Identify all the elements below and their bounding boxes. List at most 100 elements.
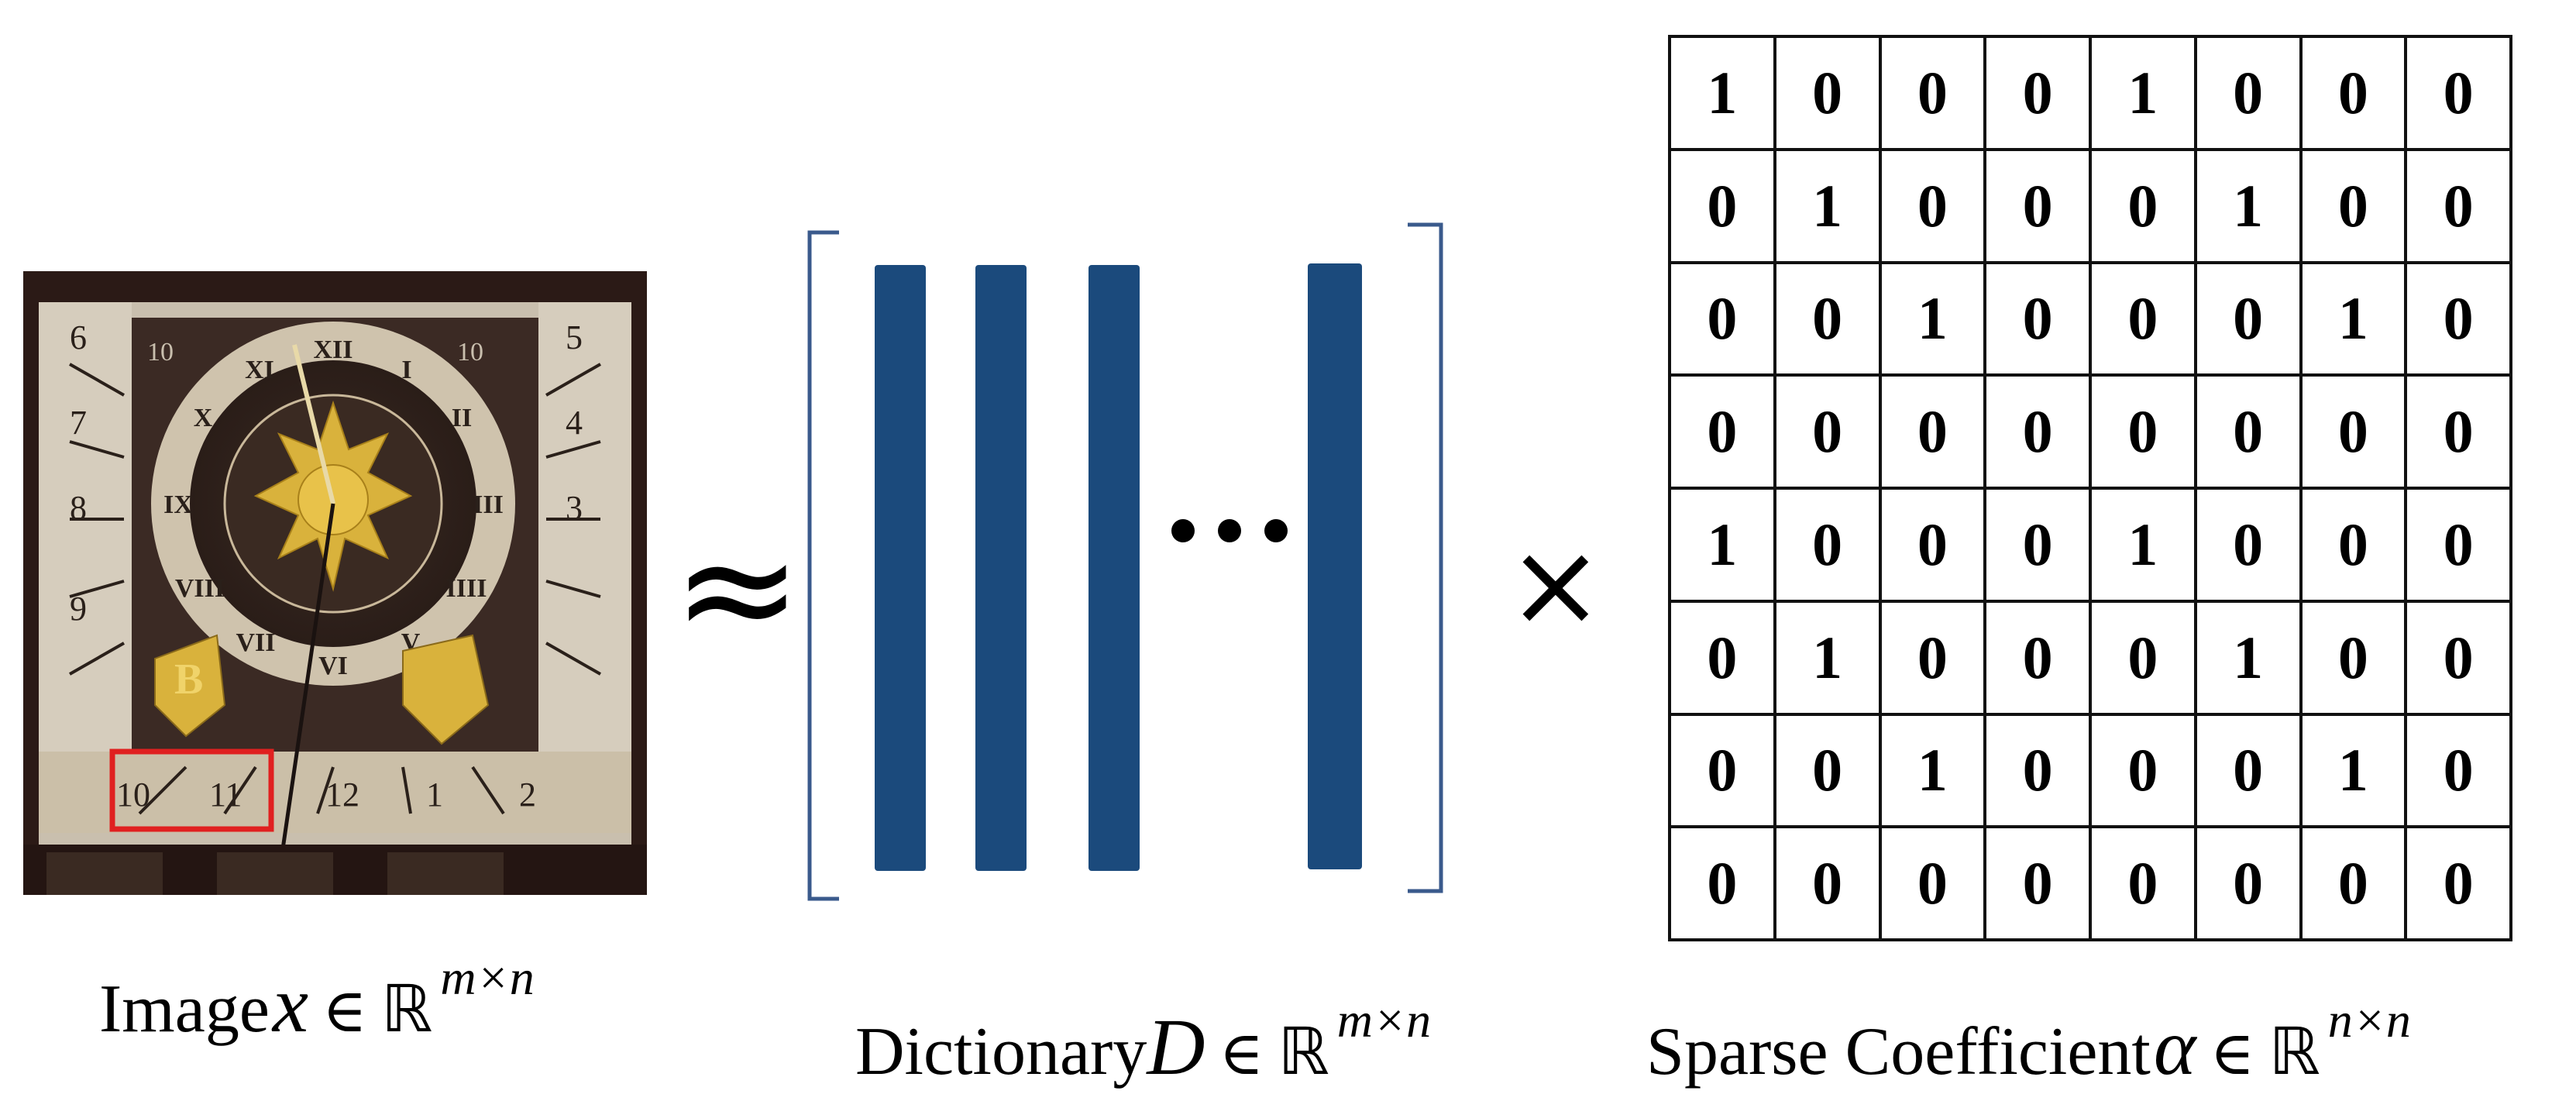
coefficient-cell: 0 xyxy=(1983,712,2092,829)
coefficient-cell: 1 xyxy=(1668,35,1776,151)
image-caption: Image x ∈ ℝ m×n xyxy=(99,953,535,1047)
coefficient-cell: 0 xyxy=(1773,712,1882,829)
svg-text:IIII: IIII xyxy=(446,574,487,603)
coefficient-cell: 0 xyxy=(2404,712,2512,829)
real-set-symbol: ℝ xyxy=(380,971,433,1047)
coefficient-cell: 0 xyxy=(2299,825,2408,941)
dictionary-caption-var: D xyxy=(1147,1003,1205,1092)
coefficient-cell: 0 xyxy=(2089,712,2197,829)
svg-text:10: 10 xyxy=(116,776,150,814)
real-set-symbol: ℝ xyxy=(2268,1013,2320,1089)
coefficient-cell: 0 xyxy=(1668,712,1776,829)
coefficient-cell: 0 xyxy=(1983,373,2092,490)
coefficient-cell: 0 xyxy=(2299,147,2408,264)
coefficient-cell: 0 xyxy=(1878,147,1987,264)
coefficient-cell: 0 xyxy=(1668,599,1776,716)
coefficient-cell: 0 xyxy=(2404,825,2512,941)
coefficient-cell: 0 xyxy=(1878,825,1987,941)
dictionary-dims: m×n xyxy=(1336,993,1432,1048)
svg-text:III: III xyxy=(473,490,504,519)
coefficient-cell: 0 xyxy=(1983,825,2092,941)
left-bracket xyxy=(807,230,839,901)
svg-text:II: II xyxy=(452,404,472,432)
svg-text:XI: XI xyxy=(245,356,274,384)
svg-text:VIII: VIII xyxy=(175,574,225,603)
svg-text:1: 1 xyxy=(426,776,443,814)
svg-text:6: 6 xyxy=(70,318,87,356)
dictionary-caption: DictionaryD ∈ ℝ m×n xyxy=(855,996,1431,1089)
coefficient-caption-word: Sparse Coefficient xyxy=(1646,1014,2151,1089)
dictionary-column xyxy=(1089,265,1140,871)
svg-text:7: 7 xyxy=(70,404,87,442)
element-of-symbol: ∈ xyxy=(2210,1020,2255,1087)
coefficient-cell: 0 xyxy=(1878,35,1987,151)
dictionary-caption-word: Dictionary xyxy=(855,1014,1147,1089)
coefficient-cell: 0 xyxy=(2404,373,2512,490)
coefficient-caption-var: α xyxy=(2153,1003,2196,1092)
ellipsis-dots xyxy=(1171,519,1288,542)
right-bracket xyxy=(1408,222,1443,893)
coefficient-cell: 0 xyxy=(2299,373,2408,490)
coefficient-cell: 0 xyxy=(2089,147,2197,264)
coefficient-cell: 0 xyxy=(1773,260,1882,377)
coefficient-cell: 0 xyxy=(2089,825,2197,941)
coefficient-cell: 0 xyxy=(1983,147,2092,264)
svg-text:8: 8 xyxy=(70,489,87,527)
coefficient-cell: 0 xyxy=(2193,487,2303,603)
coefficient-cell: 0 xyxy=(2299,35,2408,151)
image-caption-var: x xyxy=(272,960,309,1049)
coefficient-cell: 0 xyxy=(2193,260,2303,377)
coefficient-cell: 0 xyxy=(2193,825,2303,941)
svg-text:VII: VII xyxy=(236,628,275,657)
coefficient-cell: 0 xyxy=(2404,35,2512,151)
coefficient-cell: 1 xyxy=(2089,35,2197,151)
svg-text:4: 4 xyxy=(566,404,583,442)
coefficient-cell: 0 xyxy=(1878,599,1987,716)
svg-text:VI: VI xyxy=(318,652,348,680)
coefficient-cell: 0 xyxy=(1983,260,2092,377)
coefficient-cell: 1 xyxy=(1773,147,1882,264)
patch-highlight-box xyxy=(109,748,274,832)
coefficient-cell: 0 xyxy=(1878,487,1987,603)
coefficient-dims: n×n xyxy=(2327,993,2411,1048)
coefficient-caption: Sparse Coefficient α ∈ ℝ n×n xyxy=(1646,996,2411,1089)
image-caption-word: Image xyxy=(99,972,270,1047)
coefficient-cell: 1 xyxy=(1668,487,1776,603)
coefficient-cell: 1 xyxy=(2193,147,2303,264)
approx-symbol: ≈ xyxy=(672,498,803,679)
coefficient-cell: 0 xyxy=(2193,712,2303,829)
svg-text:10: 10 xyxy=(457,338,483,366)
coefficient-cell: 0 xyxy=(2089,599,2197,716)
coefficient-cell: 0 xyxy=(2404,260,2512,377)
coefficient-cell: 0 xyxy=(1878,373,1987,490)
dictionary-matrix xyxy=(802,217,1445,907)
coefficient-cell: 0 xyxy=(1773,825,1882,941)
dictionary-column xyxy=(875,265,926,871)
svg-text:11: 11 xyxy=(209,776,242,814)
coefficient-cell: 1 xyxy=(2299,712,2408,829)
svg-text:X: X xyxy=(194,404,213,432)
coefficient-cell: 0 xyxy=(1983,487,2092,603)
coefficient-cell: 0 xyxy=(1773,487,1882,603)
svg-text:10: 10 xyxy=(147,338,174,366)
coefficient-cell: 0 xyxy=(2193,35,2303,151)
coefficient-cell: 0 xyxy=(1983,599,2092,716)
coefficient-cell: 0 xyxy=(1773,373,1882,490)
element-of-symbol: ∈ xyxy=(1219,1020,1264,1087)
dictionary-column xyxy=(1308,263,1362,869)
svg-text:I: I xyxy=(401,356,411,384)
svg-text:2: 2 xyxy=(519,776,536,814)
coefficient-cell: 0 xyxy=(1668,825,1776,941)
coefficient-cell: 1 xyxy=(2089,487,2197,603)
coefficient-cell: 0 xyxy=(2404,147,2512,264)
coefficient-cell: 0 xyxy=(1668,147,1776,264)
